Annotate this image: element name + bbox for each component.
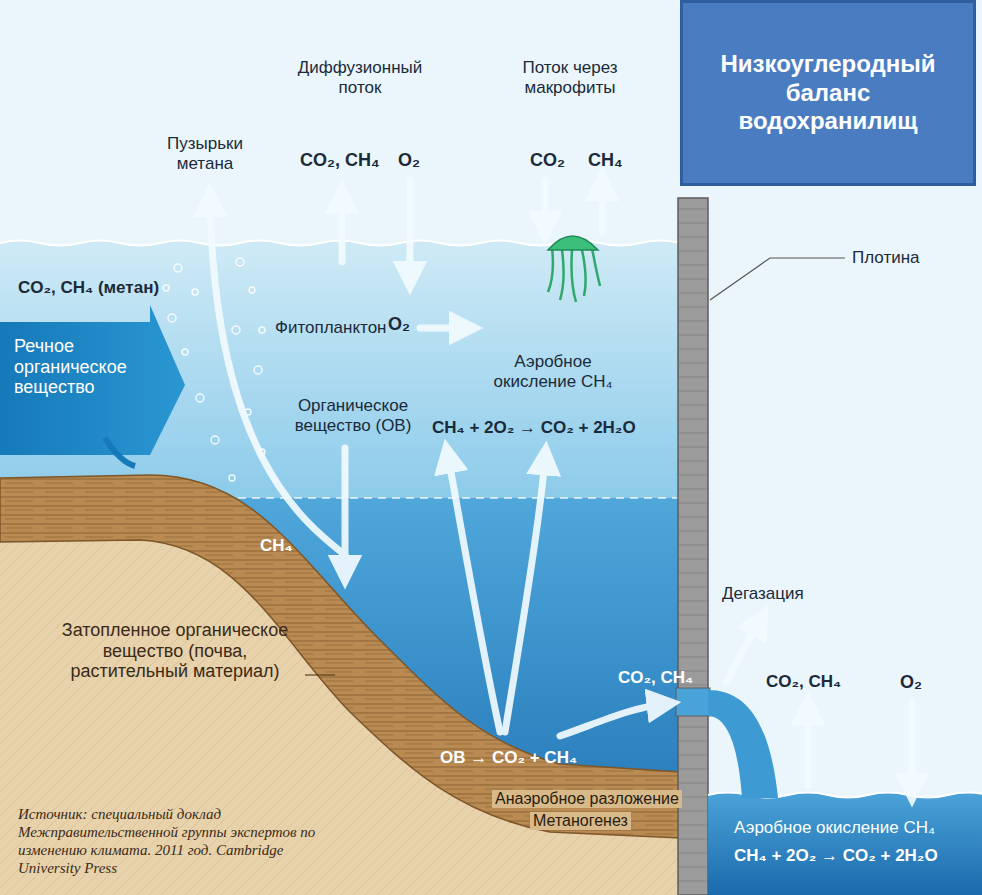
gas-formula: O₂ [900,672,922,693]
reaction-equation: ОВ → CO₂ + CH₄ [440,748,577,768]
process-label: Аэробное окисление CH₄ [478,352,628,391]
sediment-label: Затопленное органическое вещество (почва… [50,620,300,682]
gas-formula: O₂ [388,314,410,335]
reaction-equation: CH₄ + 2O₂ → CO₂ + 2H₂O [432,418,636,438]
flux-label: Поток через макрофиты [500,58,640,97]
process-label: Органическое вещество (ОВ) [278,396,428,435]
process-label: Аэробное окисление CH₄ [734,818,935,838]
process-label: Фитопланктон [275,318,387,338]
title-text: Низкоуглеродный баланс водохранилищ [683,44,973,142]
gas-formula: CO₂, CH₄ [300,150,380,171]
process-label: Метаногенез [530,812,631,830]
gas-formula: CO₂, CH₄ [618,668,693,688]
title-box: Низкоуглеродный баланс водохранилищ [680,0,976,186]
gas-formula: CO₂, CH₄ (метан) [18,278,159,298]
source-caption: Источник: специальный доклад Межправител… [18,805,348,877]
part-name: Плотина [852,248,920,268]
gas-formula: O₂ [398,150,420,171]
gas-formula: CO₂ [530,150,565,171]
flux-label: Пузырьки метана [140,134,270,173]
reaction-equation: CH₄ + 2O₂ → CO₂ + 2H₂O [734,846,938,866]
process-label: Дегазация [722,584,804,604]
process-label: Анаэробное разложение [492,790,682,808]
gas-formula: CH₄ [588,150,623,171]
river-label: Речное органическое вещество [14,336,154,398]
gas-formula: CO₂, CH₄ [766,672,841,692]
flux-label: Диффузионный поток [290,58,430,97]
gas-formula: CH₄ [260,536,293,556]
